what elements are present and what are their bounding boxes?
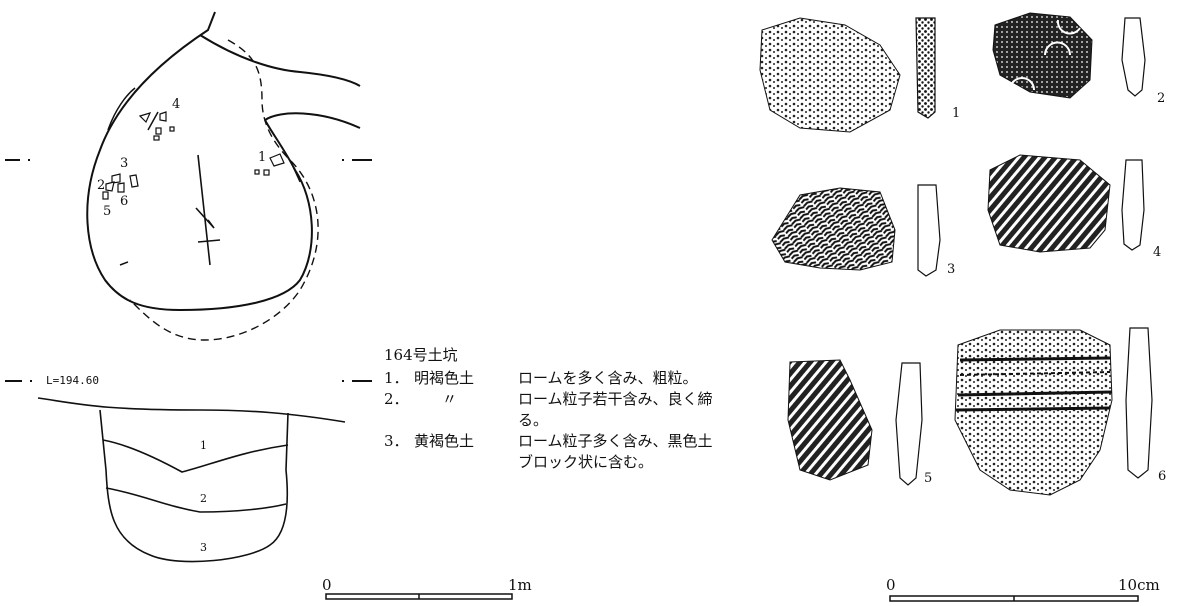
level-label: L=194.60 xyxy=(46,374,99,387)
sherd-2-profile xyxy=(1121,17,1146,97)
pit-section xyxy=(37,397,346,563)
legend: 164号土坑 1． 明褐色土 ロームを多く含み、粗粒。 2． 〃 ローム粒子若干… xyxy=(384,345,768,473)
sherd-4-profile xyxy=(1121,159,1145,251)
stone-label-2: 2 xyxy=(97,178,106,193)
sherd-3-profile xyxy=(917,184,941,277)
sherd-number-3: 3 xyxy=(947,262,956,277)
stones xyxy=(102,111,285,200)
layer-label-3: 3 xyxy=(200,541,207,554)
sherd-number-4: 4 xyxy=(1153,245,1162,260)
stone-label-5: 5 xyxy=(103,204,112,219)
sherd-5-rubbing xyxy=(787,359,873,481)
pit-plan-outer-dashed xyxy=(129,39,319,341)
north-arrow xyxy=(195,154,221,266)
sherd-number-6: 6 xyxy=(1158,469,1167,484)
stone-label-1: 1 xyxy=(258,150,267,165)
layer-label-2: 2 xyxy=(200,492,207,505)
pit-plan xyxy=(86,11,361,312)
legend-row-3: 3． 黄褐色土 ローム粒子多く含み、黒色土 xyxy=(384,432,713,450)
sherd-number-2: 2 xyxy=(1157,91,1166,106)
scale-sherds-zero: 0 xyxy=(886,576,896,594)
sherd-2-rubbing xyxy=(992,12,1093,99)
legend-title: 164号土坑 xyxy=(384,346,458,364)
sherd-1-profile xyxy=(915,17,936,119)
legend-row-3-cont: ブロック状に含む。 xyxy=(518,453,654,471)
scale-bar-sherds xyxy=(889,595,1139,602)
sherd-1-rubbing xyxy=(759,17,901,133)
stone-label-4: 4 xyxy=(172,97,181,112)
layer-label-1: 1 xyxy=(200,439,207,452)
stone-label-6: 6 xyxy=(120,194,129,209)
legend-row-2: 2． 〃 ローム粒子若干含み、良く締 xyxy=(384,390,713,408)
sherd-number-1: 1 xyxy=(952,106,961,121)
sherd-5-profile xyxy=(895,362,923,486)
scale-features-end: 1m xyxy=(508,576,532,594)
sherd-6-rubbing xyxy=(954,329,1113,496)
sherd-4-rubbing xyxy=(987,154,1111,253)
sherd-3-rubbing xyxy=(771,187,896,271)
sherd-6-profile xyxy=(1125,327,1153,479)
stone-label-3: 3 xyxy=(120,156,129,171)
legend-row-2-cont: る。 xyxy=(518,411,549,429)
scale-bar-features xyxy=(325,593,513,600)
scale-features-zero: 0 xyxy=(322,576,332,594)
legend-row-1: 1． 明褐色土 ロームを多く含み、粗粒。 xyxy=(384,369,698,387)
sherd-number-5: 5 xyxy=(924,471,933,486)
scale-sherds-end: 10cm xyxy=(1118,576,1160,594)
